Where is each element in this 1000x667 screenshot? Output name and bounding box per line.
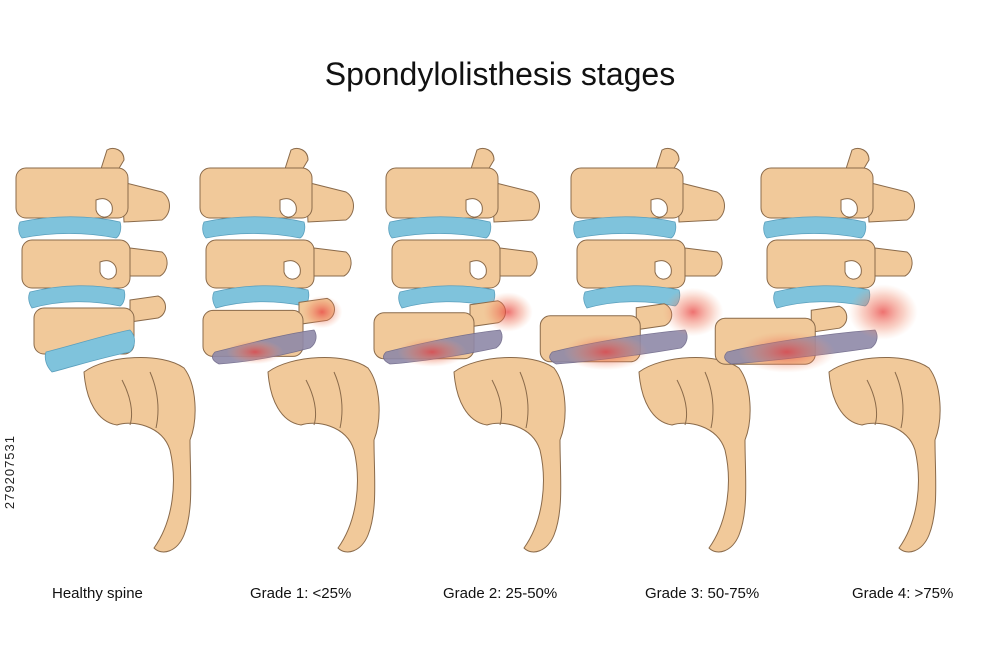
stock-image-id: 279207531 [2,435,17,510]
stage-label-grade-1: Grade 1: <25% [250,585,352,602]
intervertebral-foramen [465,198,483,218]
sacrum-line [519,371,529,429]
spinous-process [127,247,168,277]
intervertebral-foramen [99,260,117,280]
spinous-process [497,247,538,277]
sacrum-line [333,371,343,429]
stage-label-healthy: Healthy spine [52,585,143,602]
intervertebral-foramen [95,198,113,218]
intervertebral-disc [212,285,310,309]
stage-label-grade-2: Grade 2: 25-50% [443,585,558,602]
intervertebral-foramen [469,260,487,280]
inflammation-glow [301,295,343,329]
stage-label-grade-3: Grade 3: 50-75% [645,585,760,602]
inflammation-glow [226,339,284,365]
stage-label-grade-4: Grade 4: >75% [852,585,954,602]
sacrum-line [491,379,503,426]
spine-grade-1 [199,147,380,553]
diagram-title: Spondylolisthesis stages [324,56,676,92]
sacrum [638,356,751,553]
intervertebral-disc [44,329,135,373]
spinous-process [121,181,170,223]
intervertebral-foramen [279,198,297,218]
spine-grade-3 [539,147,751,553]
spine-grade-4 [714,147,941,553]
sacrum-line [866,379,878,426]
spinous-process [872,247,913,277]
intervertebral-disc [573,216,677,239]
inflammation-glow [397,337,467,367]
spine-grade-2 [373,147,566,553]
sacrum [453,356,566,553]
intervertebral-foramen [650,198,668,218]
spinous-process [311,247,352,277]
intervertebral-disc [202,216,306,239]
intervertebral-disc [388,216,492,239]
sacrum-line [676,379,688,426]
spinous-process [129,295,166,323]
inflammation-glow [483,292,533,332]
sacrum-line [704,371,714,429]
intervertebral-disc [28,285,126,309]
spinous-process [305,181,354,223]
intervertebral-disc [18,216,122,239]
sacrum-line [894,371,904,429]
intervertebral-foramen [844,260,862,280]
sacrum [267,356,380,553]
spine-healthy [15,147,196,553]
intervertebral-foramen [654,260,672,280]
sacrum [828,356,941,553]
spinous-process [810,305,848,333]
sacrum-line [305,379,317,426]
sacrum [83,356,196,553]
intervertebral-foramen [840,198,858,218]
spinous-process [682,247,723,277]
spinous-process [491,181,540,223]
inflammation-glow [738,331,836,373]
spinous-process [676,181,725,223]
inflammation-glow [662,287,724,337]
sacrum-line [121,379,133,426]
inflammation-glow [563,333,649,371]
inflammation-glow [848,284,918,340]
intervertebral-disc [763,216,867,239]
spinous-process [866,181,915,223]
intervertebral-foramen [283,260,301,280]
sacrum-line [149,371,159,429]
